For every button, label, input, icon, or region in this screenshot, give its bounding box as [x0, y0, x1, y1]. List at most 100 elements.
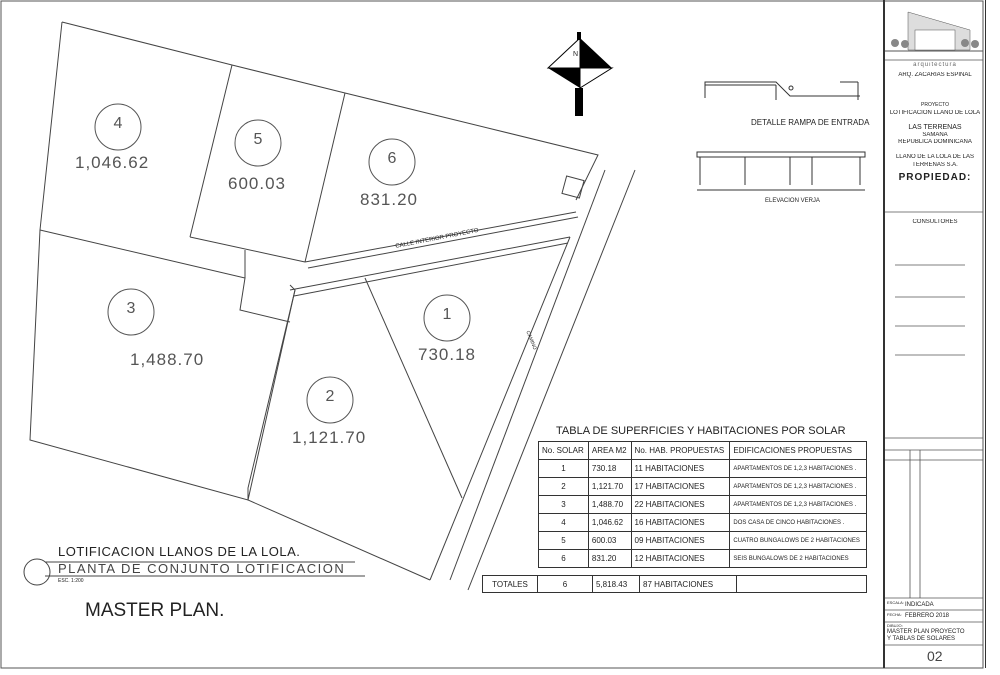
tb-location2: SAMANA: [922, 132, 948, 138]
title-underlines: [23, 558, 365, 586]
lot-circle-2: [306, 376, 354, 424]
title-block-lines: [885, 59, 983, 646]
lot-line-1-2: [364, 277, 463, 499]
lot-markers: [94, 103, 471, 424]
table-cell: 600.03: [587, 531, 632, 550]
totals-row: TOTALES 6 5,818.43 87 HABITACIONES: [482, 575, 867, 593]
totals-rooms: 87 HABITACIONES: [639, 575, 737, 593]
north-arrow: [546, 32, 614, 116]
totals-area: 5,818.43: [592, 575, 640, 593]
table-cell: 730.18: [587, 459, 632, 478]
table-cell: 16 HABITACIONES: [630, 513, 731, 532]
totals-count: 6: [537, 575, 593, 593]
tb-hoja: 02: [927, 648, 943, 664]
tb-fecha-label: FECHA:: [887, 612, 902, 617]
ramp-detail-drawing: [704, 81, 860, 100]
logo-building: [885, 11, 983, 52]
interior-road-edge-south2: [293, 242, 569, 297]
table-cell: 22 HABITACIONES: [630, 495, 731, 514]
lot-circle-6: [368, 138, 416, 186]
sheet-border: [0, 0, 984, 669]
table-cell: 6: [538, 549, 589, 568]
lot-area-4: 1,046.62: [75, 153, 150, 172]
tb-location1: LAS TERRENAS: [908, 124, 962, 131]
lot-number-6: 6: [387, 150, 397, 167]
totals-empty: [736, 575, 867, 593]
tb-dibujo2: Y TABLAS DE SOLARES: [887, 636, 956, 642]
table-cell: APARTAMENTOS DE 1,2,3 HABITACIONES .: [729, 495, 867, 514]
table-row: 5 600.03 09 HABITACIONES CUATRO BUNGALOW…: [538, 531, 867, 550]
table-cell: SEIS BUNGALOWS DE 2 HABITACIONES: [729, 549, 867, 568]
ramp-detail-title: DETALLE RAMPA DE ENTRADA: [751, 118, 870, 127]
interior-road-edge-north: [304, 211, 577, 263]
lot-circle-3: [107, 288, 155, 336]
north-label: N: [573, 51, 579, 58]
lot-area-6: 831.20: [360, 190, 418, 209]
table-title: TABLA DE SUPERFICIES Y HABITACIONES POR …: [556, 425, 846, 437]
table-cell: 1,046.62: [587, 513, 632, 532]
table-header-row: No. SOLAR AREA M2 No. HAB. PROPUESTAS ED…: [538, 441, 867, 460]
table-cell: 1: [538, 459, 589, 478]
table-cell: APARTAMENTOS DE 1,2,3 HABITACIONES .: [729, 477, 867, 496]
tb-architect: ARQ. ZACARIAS ESPINAL: [898, 72, 972, 78]
table-cell: 831.20: [587, 549, 632, 568]
table-cell: 1,488.70: [587, 495, 632, 514]
totals-table: TOTALES 6 5,818.43 87 HABITACIONES: [482, 575, 867, 593]
table-header-cell: AREA M2: [587, 441, 632, 460]
tb-dibujo-label: DIBUJO:: [887, 623, 903, 628]
tb-proyecto-label: PROYECTO: [921, 102, 949, 108]
lot-line-2: [247, 289, 431, 581]
title-block: arquitectura ARQ. ZACARIAS ESPINAL PROYE…: [883, 0, 986, 668]
table-header-cell: EDIFICACIONES PROPUESTAS: [729, 441, 867, 460]
totals-label: TOTALES: [482, 575, 538, 593]
tb-propiedad: PROPIEDAD:: [898, 172, 972, 183]
table-cell: 5: [538, 531, 589, 550]
tb-owner1: LLANO DE LA LOLA DE LAS: [895, 154, 975, 160]
lot-boundary-west: [29, 21, 296, 501]
table-cell: 2: [538, 477, 589, 496]
tb-escala: INDICADA: [905, 602, 934, 608]
sheet-title-line2: PLANTA DE CONJUNTO LOTIFICACION: [58, 561, 346, 576]
lot-area-3: 1,488.70: [130, 350, 205, 369]
table-cell: 12 HABITACIONES: [630, 549, 731, 568]
table-cell: CUATRO BUNGALOWS DE 2 HABITACIONES: [729, 531, 867, 550]
table-cell: 4: [538, 513, 589, 532]
lot-circle-1: [423, 294, 471, 342]
lot-number-2: 2: [325, 388, 335, 405]
lot-circle-5: [234, 119, 282, 167]
sheet-scale: ESC. 1:200: [58, 578, 84, 584]
table-cell: 3: [538, 495, 589, 514]
tb-owner2: TERRENAS S.A.: [912, 162, 958, 168]
lot-number-5: 5: [253, 131, 263, 148]
lot-number-4: 4: [113, 115, 123, 132]
lot-line-4-5: [189, 64, 233, 238]
fence-elevation-drawing: [696, 151, 866, 191]
table-header-cell: No. HAB. PROPUESTAS: [630, 441, 731, 460]
tb-dibujo1: MASTER PLAN PROYECTO: [887, 629, 965, 635]
table-cell: DOS CASA DE CINCO HABITACIONES .: [729, 513, 867, 532]
guard-house: [561, 175, 585, 199]
lot-boundary-north: [61, 21, 599, 201]
interior-road-edge-north2: [307, 216, 579, 269]
sheet-title-line1: LOTIFICACION LLANOS DE LA LOLA.: [58, 544, 301, 559]
tb-location3: REPUBLICA DOMINICANA: [898, 139, 972, 145]
table-row: 3 1,488.70 22 HABITACIONES APARTAMENTOS …: [538, 495, 867, 514]
camino-edge-3: [467, 169, 636, 591]
table-header-cell: No. SOLAR: [538, 441, 589, 460]
site-plan: [29, 21, 636, 591]
lot-number-3: 3: [126, 300, 136, 317]
table-cell: 11 HABITACIONES: [630, 459, 731, 478]
lot-number-1: 1: [442, 306, 452, 323]
fence-elevation-title: ELEVACION VERJA: [765, 198, 820, 204]
master-plan-label: MASTER PLAN.: [85, 600, 225, 621]
table-cell: 09 HABITACIONES: [630, 531, 731, 550]
interior-road-edge-south: [289, 236, 571, 291]
lot-line-3-4: [39, 229, 291, 323]
table-cell: 17 HABITACIONES: [630, 477, 731, 496]
lot-line-5-6: [304, 92, 346, 263]
camino-edge-2: [449, 169, 606, 581]
camino-edge-1: [429, 236, 571, 581]
table-row: 1 730.18 11 HABITACIONES APARTAMENTOS DE…: [538, 459, 867, 478]
tb-escala-label: ESCALA:: [887, 600, 904, 605]
tb-proyecto: LOTIFICACION LLANO DE LOLA: [889, 110, 981, 116]
